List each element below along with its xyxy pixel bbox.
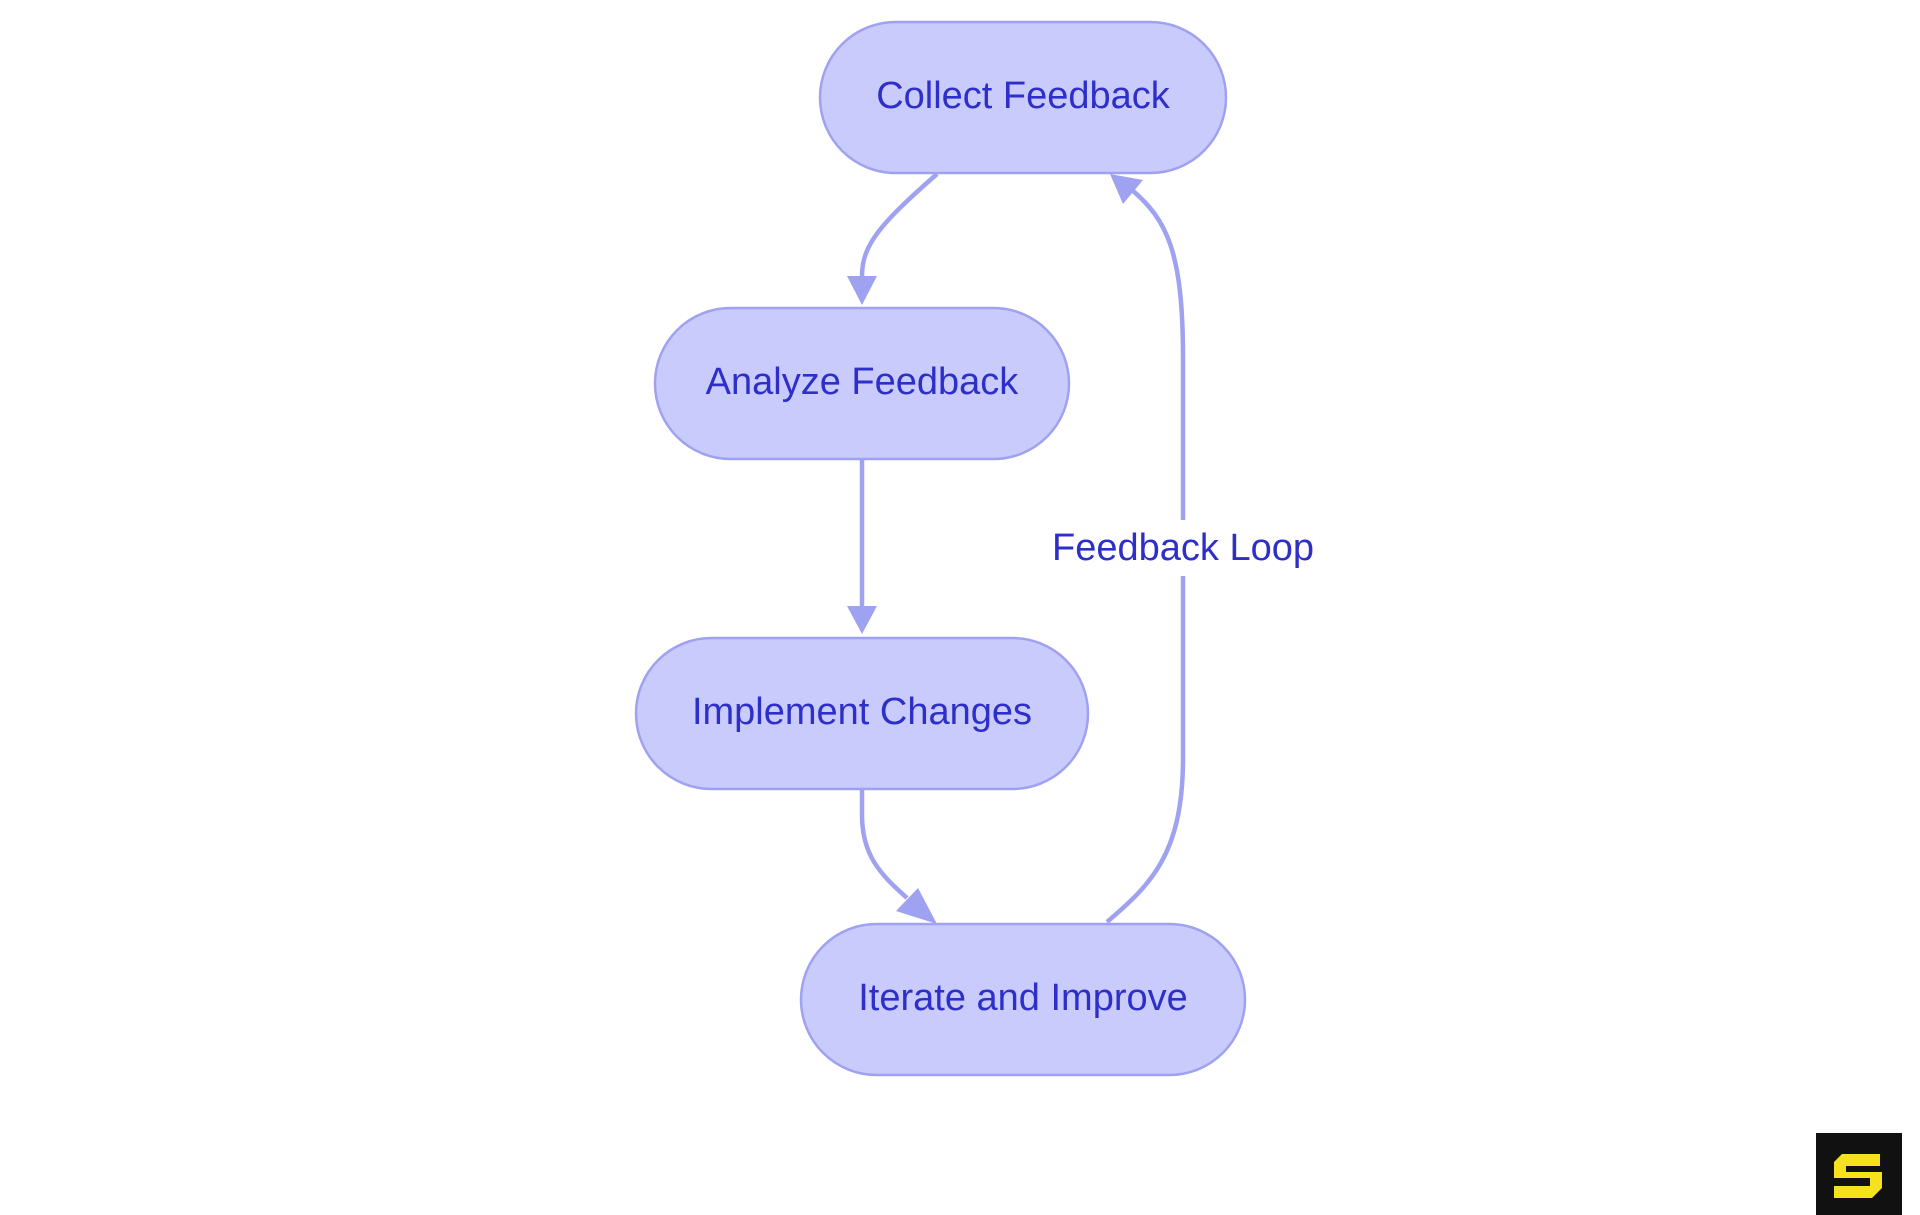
node-label: Implement Changes [692, 691, 1032, 733]
node-shape [799, 922, 1247, 1077]
edge-analyze-to-implement [847, 460, 877, 634]
node-shape [634, 636, 1090, 791]
logo-mark [1834, 1154, 1882, 1198]
edge-label-feedback-loop: Feedback Loop [1052, 527, 1314, 569]
arrowhead-icon [847, 606, 877, 634]
edge-iterate-to-collect: Feedback Loop [1050, 174, 1316, 924]
s-logo-icon [1816, 1133, 1902, 1215]
edge-label-background [1050, 520, 1316, 576]
node-label: Collect Feedback [876, 75, 1171, 117]
node-label: Analyze Feedback [706, 361, 1020, 403]
node-shape [818, 20, 1228, 175]
node-iterate-and-improve: Iterate and Improve [799, 922, 1247, 1077]
arrowhead-icon [896, 888, 937, 924]
edge-implement-to-iterate [859, 790, 937, 924]
edge-line [1105, 188, 1186, 924]
node-analyze-feedback: Analyze Feedback [653, 306, 1071, 461]
node-shape [653, 306, 1071, 461]
node-implement-changes: Implement Changes [634, 636, 1090, 791]
node-label: Iterate and Improve [858, 977, 1188, 1019]
edge-line [859, 790, 909, 900]
node-collect-feedback: Collect Feedback [818, 20, 1228, 175]
edge-line [859, 172, 939, 277]
arrowhead-icon [847, 276, 877, 305]
edge-collect-to-analyze [847, 172, 939, 305]
arrowhead-icon [1110, 174, 1143, 204]
